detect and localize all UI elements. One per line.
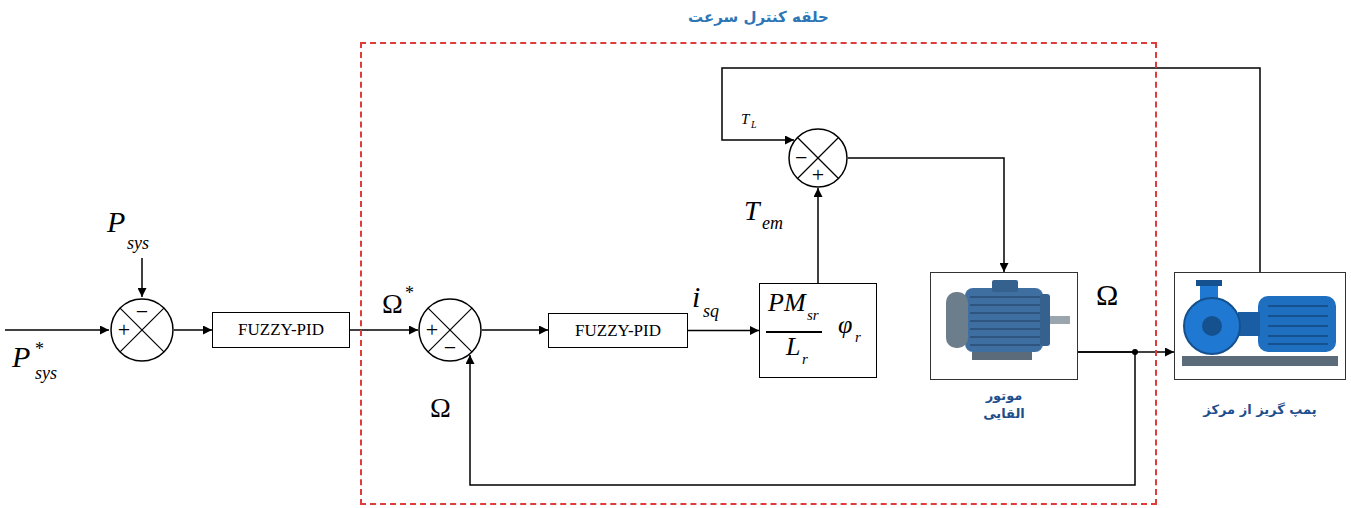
- signal-symbol: P: [12, 342, 30, 372]
- fraction-bar: [766, 331, 822, 333]
- signal-symbol: i: [692, 282, 700, 312]
- signal-connector: [817, 188, 819, 283]
- gain-symbol: PM: [768, 290, 806, 316]
- signal-symbol: Ω: [382, 290, 403, 318]
- summing-junction: −+: [788, 128, 848, 188]
- sign: −: [795, 147, 807, 169]
- gain-symbol: L: [786, 334, 800, 360]
- sign: +: [426, 319, 438, 341]
- gain-symbol: r: [802, 352, 808, 367]
- input-arrow: [5, 329, 109, 331]
- sign: +: [118, 319, 130, 341]
- motor-box: موتور القایی: [930, 272, 1078, 380]
- pump-picture: [1182, 280, 1338, 366]
- signal-symbol: T: [744, 197, 760, 225]
- sign: −: [444, 336, 456, 358]
- device-label: پمپ گریز از مرکز: [1203, 401, 1316, 419]
- input-arrow: [141, 258, 143, 297]
- junction-circle: [111, 299, 173, 361]
- subscript: em: [762, 214, 783, 232]
- sign: −: [136, 301, 148, 323]
- signal-symbol: Ω: [1096, 280, 1118, 310]
- signal-connector: [722, 68, 1260, 272]
- signal-connector: [482, 329, 548, 331]
- signal-connector: [174, 329, 212, 331]
- superscript: *: [35, 340, 44, 358]
- junction-circle: [789, 129, 847, 187]
- junction-circle: [419, 299, 481, 361]
- controller-box: FUZZY-PID: [548, 313, 688, 348]
- gain-symbol: sr: [807, 308, 819, 323]
- motor-picture: [946, 280, 1070, 360]
- subscript: sq: [703, 302, 719, 320]
- summing-junction: +−: [418, 298, 482, 362]
- sign: +: [812, 163, 824, 185]
- superscript: *: [405, 284, 414, 302]
- controller-box: FUZZY-PID: [212, 312, 350, 348]
- block-label: FUZZY-PID: [238, 320, 324, 340]
- pump-box: پمپ گریز از مرکز: [1174, 272, 1346, 380]
- signal-symbol: Ω: [430, 394, 451, 422]
- signal-symbol: P: [107, 207, 125, 237]
- signal-connector: [848, 158, 1004, 272]
- gain-symbol: φ: [838, 312, 852, 338]
- signal-connector: [688, 330, 759, 332]
- subscript: sys: [35, 364, 57, 382]
- subscript: sys: [127, 234, 149, 252]
- gain-block: PMsrLrφr: [759, 283, 877, 378]
- signal-symbol: T: [741, 112, 749, 127]
- gain-symbol: r: [855, 330, 861, 345]
- block-label: FUZZY-PID: [575, 321, 661, 341]
- summing-junction: +−: [110, 298, 174, 362]
- subscript: L: [751, 120, 757, 130]
- speed-loop-region: حلقه کنترل سرعت+−FUZZY-PIDPMsrLrφr−+موتو…: [360, 42, 1157, 505]
- region-title: حلقه کنترل سرعت: [362, 8, 1155, 26]
- device-label: موتور القایی: [969, 387, 1039, 422]
